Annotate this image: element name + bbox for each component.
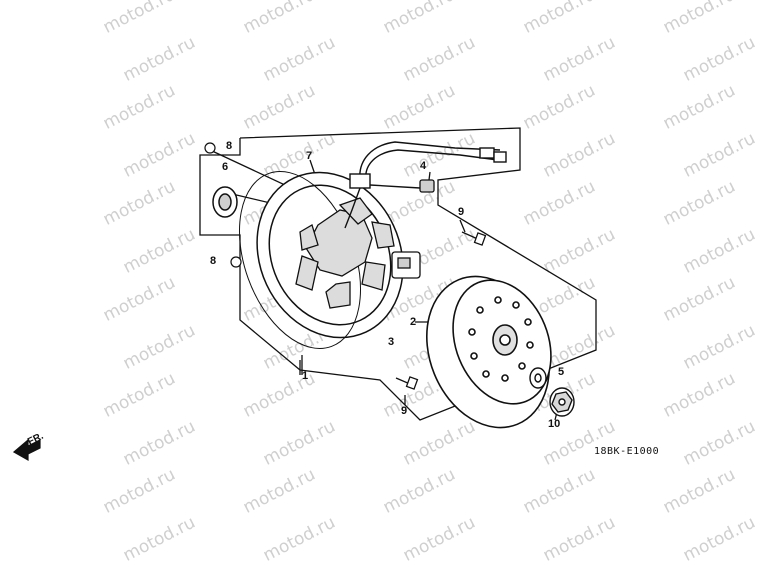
callout-8-top: 8 xyxy=(226,140,233,152)
callout-9-top: 9 xyxy=(458,206,465,218)
bolt-9 xyxy=(395,231,487,390)
grommet xyxy=(419,179,435,193)
pickup-module xyxy=(391,251,421,279)
callout-1: 1 xyxy=(302,370,309,382)
callout-3: 3 xyxy=(388,336,395,348)
callout-7: 7 xyxy=(306,150,313,162)
callout-6: 6 xyxy=(222,161,229,173)
assembly-group-outline xyxy=(199,127,597,421)
diagram-code: 18BK-E1000 xyxy=(594,446,660,457)
washer xyxy=(529,367,547,389)
callout-4: 4 xyxy=(420,160,427,172)
screw-8 xyxy=(204,142,242,268)
callout-2: 2 xyxy=(410,316,417,328)
front-arrow-icon xyxy=(12,438,41,462)
flywheel-rotor xyxy=(425,275,552,429)
callout-9-bottom: 9 xyxy=(401,405,408,417)
callout-8-left: 8 xyxy=(210,255,217,267)
flange-nut xyxy=(549,387,575,417)
wiring-harness xyxy=(344,141,507,229)
callout-10: 10 xyxy=(548,418,561,430)
stator-coils xyxy=(295,197,395,309)
oil-seal xyxy=(212,186,238,218)
callout-5: 5 xyxy=(558,366,565,378)
